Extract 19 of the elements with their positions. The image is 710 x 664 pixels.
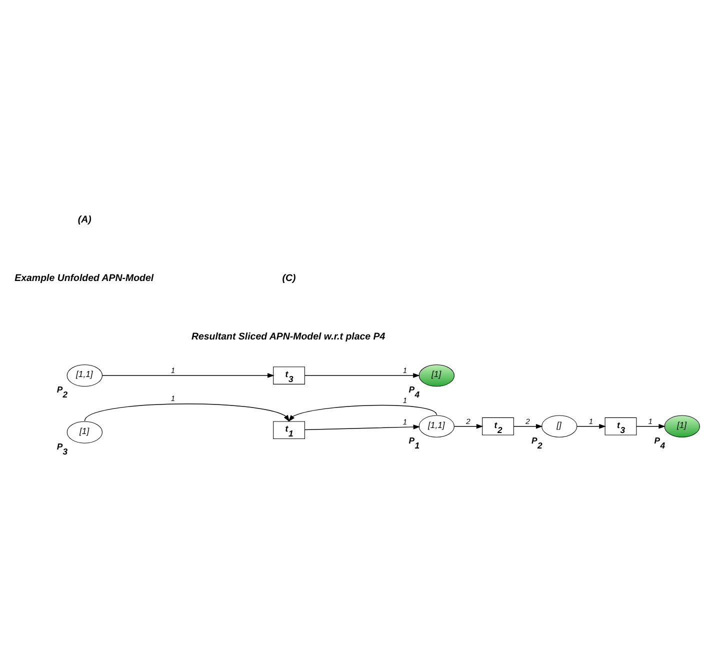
node-ellipse: [1,1]	[418, 415, 454, 438]
arrow	[288, 404, 437, 422]
label: Resultant Sliced APN-Model w.r.t place P4	[191, 332, 386, 343]
arrow	[513, 424, 543, 429]
arrow	[636, 424, 666, 429]
node-ellipse: [1,1]	[66, 364, 102, 387]
label: (A)	[78, 214, 92, 226]
node-ellipse: [1]	[418, 364, 454, 387]
arrow	[576, 424, 606, 429]
arrow	[454, 424, 484, 429]
arrow	[84, 404, 290, 422]
arrow	[304, 424, 420, 430]
arrow	[102, 373, 274, 378]
arrow	[304, 373, 420, 378]
node-ellipse: [1]	[66, 421, 102, 444]
label: Example Unfolded APN-Model	[14, 273, 154, 284]
node-ellipse: [1]	[664, 415, 700, 438]
label: (C)	[282, 273, 296, 284]
node-ellipse: []	[542, 415, 578, 438]
